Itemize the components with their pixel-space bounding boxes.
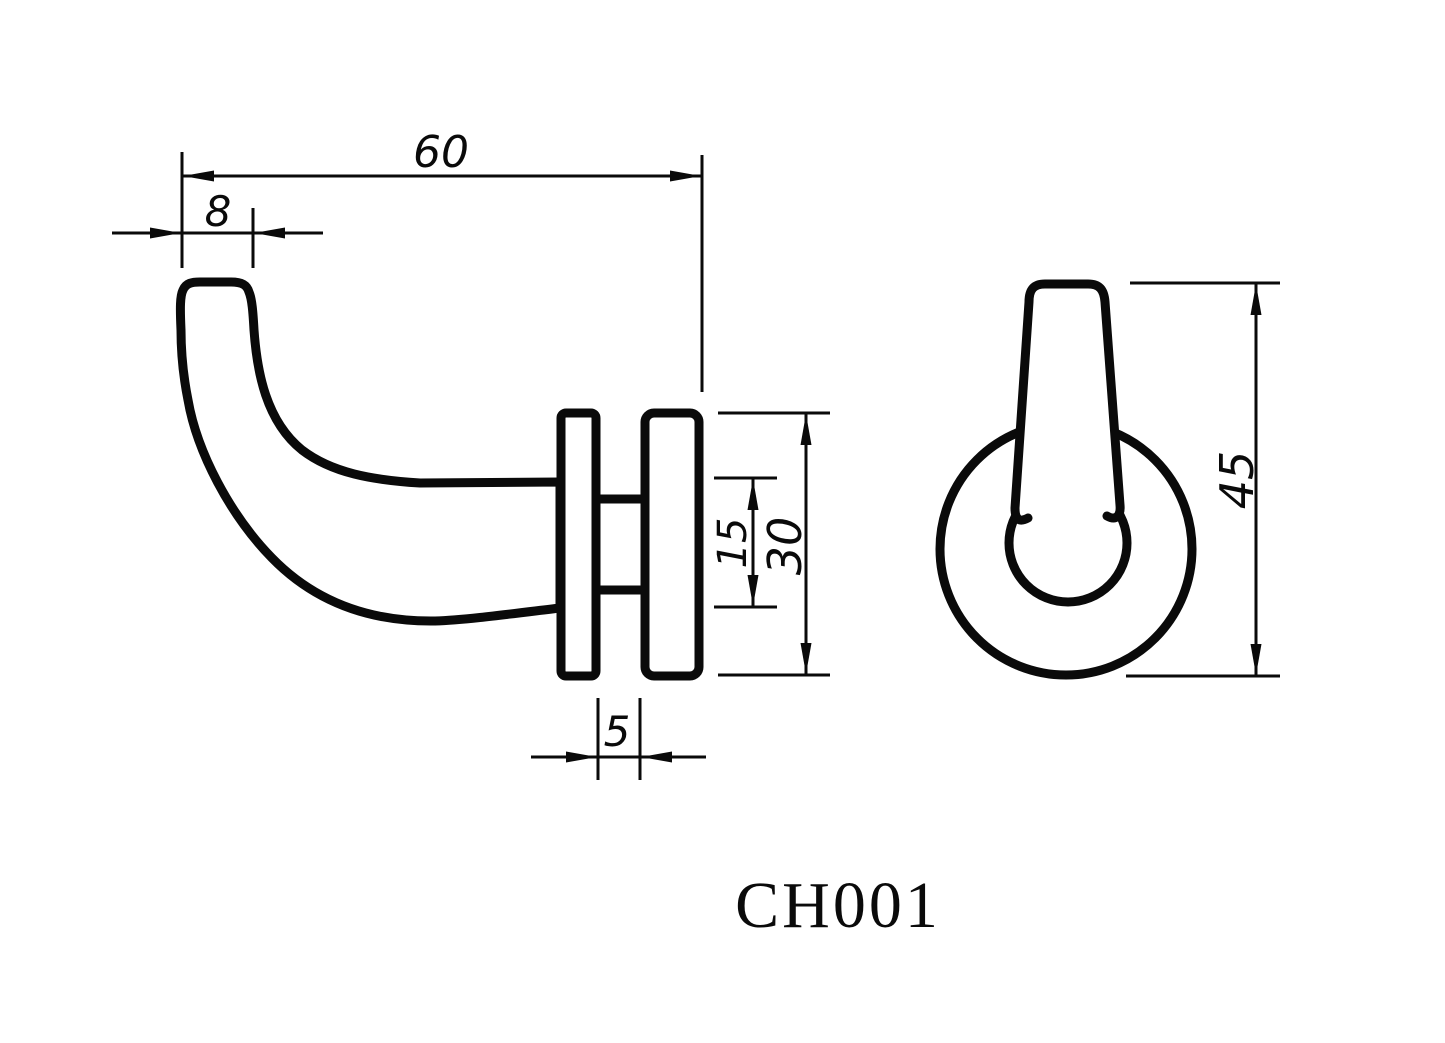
arrowhead-down <box>800 643 812 674</box>
arrowhead-up <box>800 414 812 445</box>
dimension-gap-width: 5 <box>531 698 706 780</box>
arrowhead-right <box>254 227 285 239</box>
dimension-boss-height: 15 <box>710 476 777 609</box>
hook-prong-fill <box>1015 284 1120 519</box>
front-view <box>935 279 1197 680</box>
arrowhead-left <box>566 751 597 763</box>
dimension-label-30: 30 <box>758 517 812 576</box>
dimension-label-8: 8 <box>205 187 232 236</box>
arrowhead-left <box>150 227 181 239</box>
arrowhead-down <box>1250 644 1262 675</box>
arrowhead-left <box>183 170 214 182</box>
dimension-plate-height: 30 <box>718 411 830 677</box>
arrowhead-up <box>1250 284 1262 315</box>
side-view <box>175 277 704 681</box>
dimension-overall-length: 60 <box>180 127 704 392</box>
arrowhead-down <box>747 575 759 606</box>
front-plate-side <box>640 408 704 681</box>
arrowhead-right <box>670 170 701 182</box>
dimension-label-5: 5 <box>604 707 631 756</box>
arrowhead-right <box>641 751 672 763</box>
part-number-title: CH001 <box>735 869 941 942</box>
dimension-tip-width: 8 <box>112 187 323 268</box>
dimension-label-60: 60 <box>413 127 469 178</box>
arrowhead-up <box>747 479 759 510</box>
dimension-front-height: 45 <box>1126 281 1280 678</box>
hook-arm-outline <box>175 277 565 626</box>
back-plate-side <box>556 408 601 681</box>
hook-prong-outline <box>1010 279 1125 525</box>
dimension-label-15: 15 <box>710 518 756 569</box>
dimension-label-45: 45 <box>1210 451 1264 510</box>
